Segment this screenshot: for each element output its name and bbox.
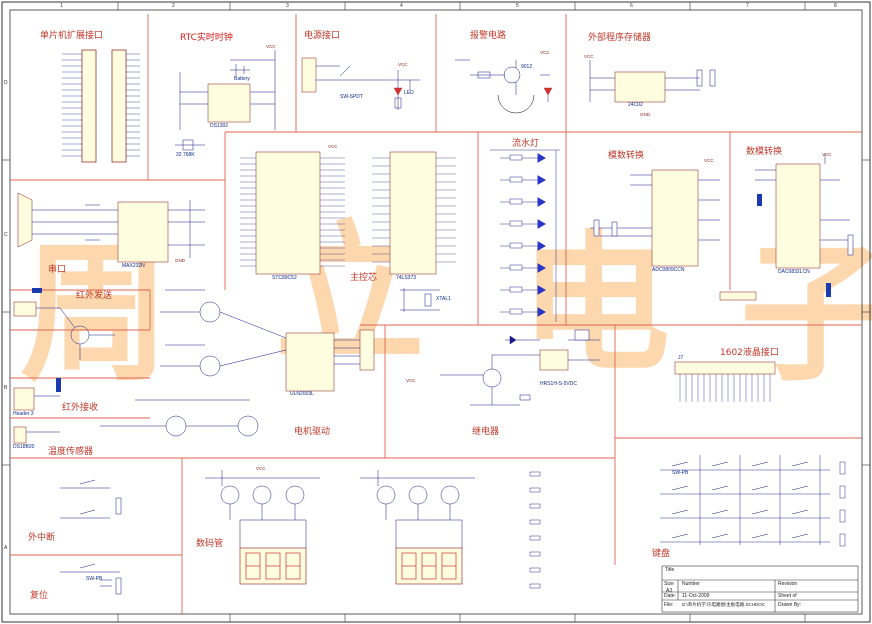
frame-row-b: B xyxy=(4,385,8,391)
title-block-size-value: A3 xyxy=(666,588,673,594)
section-temp-sensor: 温度传感器 xyxy=(48,447,94,457)
frame-row-a: A xyxy=(4,545,8,551)
label-power-led: LED xyxy=(404,90,414,96)
net-vcc-relay: VCC xyxy=(406,378,416,383)
net-gnd-eeprom: GND xyxy=(640,112,650,117)
title-block-revision: Revision xyxy=(778,581,798,587)
section-seg-display: 数码管 xyxy=(196,539,224,549)
label-latch-chip: 74LS373 xyxy=(396,275,417,281)
section-keypad: 键盘 xyxy=(652,549,671,559)
section-lcd1602: 1602液晶接口 xyxy=(720,348,779,358)
section-reset: 复位 xyxy=(30,591,49,601)
frame-col-3: 3 xyxy=(286,3,289,9)
label-lcd-header: J7 xyxy=(678,355,684,361)
section-adc: 模数转换 xyxy=(608,151,645,161)
title-block-date-value: 11-Oct-2009 xyxy=(682,593,710,599)
label-eeprom-chip: 24C02 xyxy=(628,102,643,108)
section-motor-drive: 电机驱动 xyxy=(294,427,331,437)
net-vcc-alarm: VCC xyxy=(540,50,550,55)
label-dac-chip: DAC0832LCN xyxy=(778,269,810,275)
frame-col-2: 2 xyxy=(172,3,175,9)
title-block-drawn: Drawn By: xyxy=(778,602,802,608)
label-motor-chip: ULN2003L xyxy=(290,391,314,397)
label-serial-chip: MAX232N xyxy=(122,263,145,269)
label-key: SW-PB xyxy=(672,470,689,476)
net-vcc-eeprom: VCC xyxy=(584,54,594,59)
label-temp-module: DS18B20 xyxy=(13,444,35,450)
title-block-title: Title xyxy=(665,567,675,573)
section-ext-int: 外中断 xyxy=(28,533,56,543)
section-mcu-expansion: 单片机扩展接口 xyxy=(40,31,104,41)
label-adc-chip: ADC0809CCN xyxy=(652,267,685,273)
frame-col-5: 5 xyxy=(516,3,519,9)
label-relay: HRS1H-S-5VDC xyxy=(540,381,577,387)
label-ir-rx-module: Header 3 xyxy=(13,411,34,417)
section-power: 电源接口 xyxy=(304,31,341,41)
net-vcc-dac: VCC xyxy=(822,152,832,157)
net-vcc-mcu: VCC xyxy=(328,144,338,149)
section-ir-tx: 红外发送 xyxy=(76,291,113,301)
label-crystal: XTAL1 xyxy=(436,296,451,302)
label-mcu-chip: STC89C52 xyxy=(272,275,297,281)
frame-col-4: 4 xyxy=(400,3,403,9)
title-block-number: Number xyxy=(682,581,700,587)
frame-col-6: 6 xyxy=(630,3,633,9)
label-rtc-chip: DS1302 xyxy=(210,123,229,129)
section-eeprom: 外部程序存储器 xyxy=(588,33,652,43)
section-rtc: RTC实时时钟 xyxy=(180,33,233,43)
section-ir-rx: 红外接收 xyxy=(62,403,99,413)
section-alarm: 报警电路 xyxy=(470,31,507,41)
label-buzzer-transistor: 9012 xyxy=(521,64,533,70)
title-block-date-label: Date: xyxy=(664,593,676,599)
title-block-file-value: D:\单片机学习\电路图\主板电路.SCHDOC xyxy=(682,602,766,607)
title-block-sheet: Sheet of xyxy=(778,593,797,599)
label-rtc-crystal: 32.768K xyxy=(176,152,195,158)
net-vcc-seg: VCC xyxy=(256,466,266,471)
net-vcc-power: VCC xyxy=(398,62,408,67)
frame-col-1: 1 xyxy=(60,3,63,9)
title-block-size-label: Size xyxy=(664,581,674,587)
frame-col-7: 7 xyxy=(746,3,749,9)
section-dac: 数模转换 xyxy=(746,147,783,157)
label-rtc-battery: Battery xyxy=(234,76,250,82)
net-gnd-serial: GND xyxy=(175,258,185,263)
frame-row-c: C xyxy=(4,232,8,238)
section-flowing-lights: 流水灯 xyxy=(512,139,540,149)
net-vcc-adc: VCC xyxy=(704,158,714,163)
frame-col-8: 8 xyxy=(834,3,837,9)
net-vcc-rtc: VCC xyxy=(266,44,276,49)
label-power-switch: SW-SPDT xyxy=(340,94,363,100)
section-main-mcu: 主控芯 xyxy=(350,273,378,283)
title-block-file-label: File: xyxy=(664,602,674,608)
label-reset-switch: SW-PB xyxy=(86,576,103,582)
section-relay: 继电器 xyxy=(472,427,500,437)
section-serial: 串口 xyxy=(48,265,67,275)
frame-row-d: D xyxy=(4,80,8,86)
